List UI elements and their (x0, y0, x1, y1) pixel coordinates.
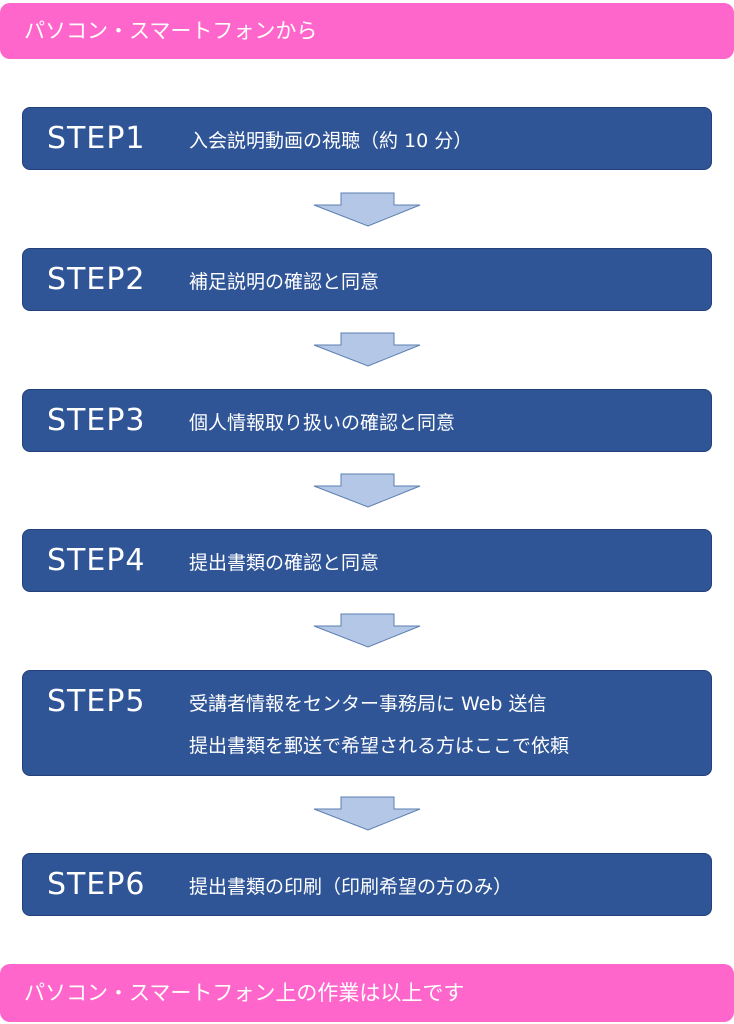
step-text-secondary: 提出書類を郵送で希望される方はここで依頼 (189, 735, 570, 757)
footer-banner: パソコン・スマートフォン上の作業は以上です (0, 964, 734, 1022)
down-arrow-icon (313, 613, 421, 648)
step-label: STEP4 (47, 543, 146, 578)
down-arrow-icon (313, 796, 421, 831)
down-arrow-icon (313, 192, 421, 227)
step-3-box: STEP3 個人情報取り扱いの確認と同意 (22, 389, 712, 452)
step-text: 提出書類の確認と同意 (189, 552, 380, 574)
step-text: 提出書類の印刷（印刷希望の方のみ） (189, 876, 513, 898)
step-text: 入会説明動画の視聴（約 10 分） (189, 130, 473, 152)
step-label: STEP2 (47, 262, 146, 297)
step-label: STEP3 (47, 403, 146, 438)
step-label: STEP6 (47, 867, 146, 902)
step-text: 個人情報取り扱いの確認と同意 (189, 412, 456, 434)
step-5-box: STEP5 受講者情報をセンター事務局に Web 送信 提出書類を郵送で希望され… (22, 670, 712, 776)
step-text: 受講者情報をセンター事務局に Web 送信 (189, 693, 547, 715)
step-4-box: STEP4 提出書類の確認と同意 (22, 529, 712, 592)
step-label: STEP1 (47, 121, 146, 156)
step-2-box: STEP2 補足説明の確認と同意 (22, 248, 712, 311)
step-1-box: STEP1 入会説明動画の視聴（約 10 分） (22, 107, 712, 170)
down-arrow-icon (313, 332, 421, 367)
down-arrow-icon (313, 473, 421, 508)
step-text: 補足説明の確認と同意 (189, 271, 380, 293)
header-banner: パソコン・スマートフォンから (0, 3, 734, 59)
step-6-box: STEP6 提出書類の印刷（印刷希望の方のみ） (22, 853, 712, 916)
step-label: STEP5 (47, 684, 146, 719)
